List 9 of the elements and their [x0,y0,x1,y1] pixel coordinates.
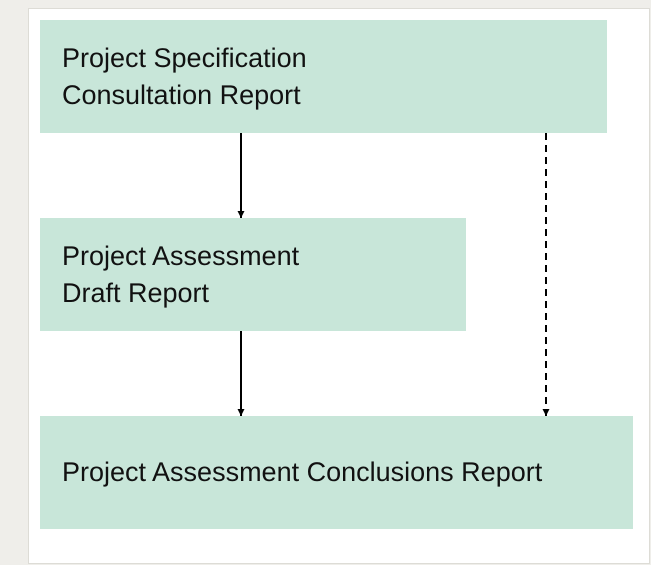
report-box [40,218,466,331]
arrow [238,331,244,416]
box-label: Project Specification Consultation Report [62,42,308,112]
report-box [40,416,633,529]
arrow [238,133,244,218]
report-box [40,20,607,133]
box-label: Project Assessment Conclusions Report [62,456,542,489]
box-label: Project Assessment Draft Report [62,240,300,310]
arrow [542,133,550,416]
